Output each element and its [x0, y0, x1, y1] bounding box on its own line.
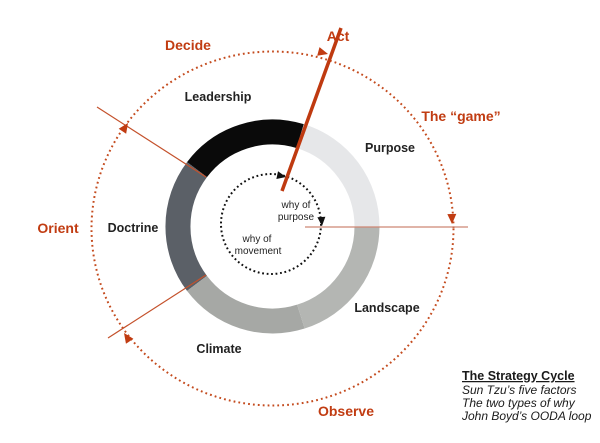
- label-act: Act: [327, 28, 350, 44]
- act-line: [280, 27, 343, 192]
- legend-title: The Strategy Cycle: [462, 369, 575, 383]
- legend-line-ooda: John Boyd’s OODA loop: [461, 409, 592, 423]
- label-leadership: Leadership: [185, 90, 252, 104]
- doctrine-climate-boundary-line: [107, 274, 207, 339]
- label-landscape: Landscape: [354, 301, 419, 315]
- label-decide: Decide: [165, 37, 211, 53]
- decide-flow-arrow-icon: [118, 123, 128, 134]
- why-of-purpose-label: why of purpose: [278, 200, 315, 223]
- why-of-purpose-line1: why of: [281, 200, 311, 211]
- label-climate: Climate: [196, 342, 241, 356]
- ring-segment-purpose: [296, 124, 380, 227]
- five-factors-ring: [165, 119, 380, 334]
- leadership-doctrine-boundary-line: [96, 106, 207, 178]
- legend-block: The Strategy Cycle Sun Tzu’s five factor…: [461, 369, 592, 423]
- label-the-game: The “game”: [421, 108, 500, 124]
- label-doctrine: Doctrine: [108, 221, 159, 235]
- label-observe: Observe: [318, 403, 374, 419]
- ring-segment-landscape: [296, 226, 380, 329]
- observe-flow-arrow-icon: [124, 333, 134, 344]
- label-purpose: Purpose: [365, 141, 415, 155]
- why-cycle-right-arrow-icon: [317, 216, 326, 226]
- ooda-loop-dotted-circle: [90, 50, 455, 407]
- why-of-movement-line1: why of: [242, 234, 272, 245]
- legend-line-sun-tzu: Sun Tzu’s five factors: [462, 383, 577, 397]
- legend-line-two-whys: The two types of why: [462, 396, 576, 410]
- why-of-purpose-line2: purpose: [278, 212, 315, 223]
- label-orient: Orient: [37, 220, 79, 236]
- why-cycle-dotted-circle: [220, 173, 322, 275]
- why-of-movement-line2: movement: [235, 246, 282, 257]
- why-cycle-top-arrow-icon: [276, 171, 286, 180]
- why-of-movement-label: why of movement: [235, 234, 282, 257]
- ring-segment-leadership: [187, 119, 304, 178]
- ring-segment-climate: [187, 275, 305, 334]
- act-flow-arrow-icon: [317, 47, 328, 56]
- game-flow-arrow-icon: [447, 213, 457, 224]
- ring-segment-doctrine: [165, 162, 208, 291]
